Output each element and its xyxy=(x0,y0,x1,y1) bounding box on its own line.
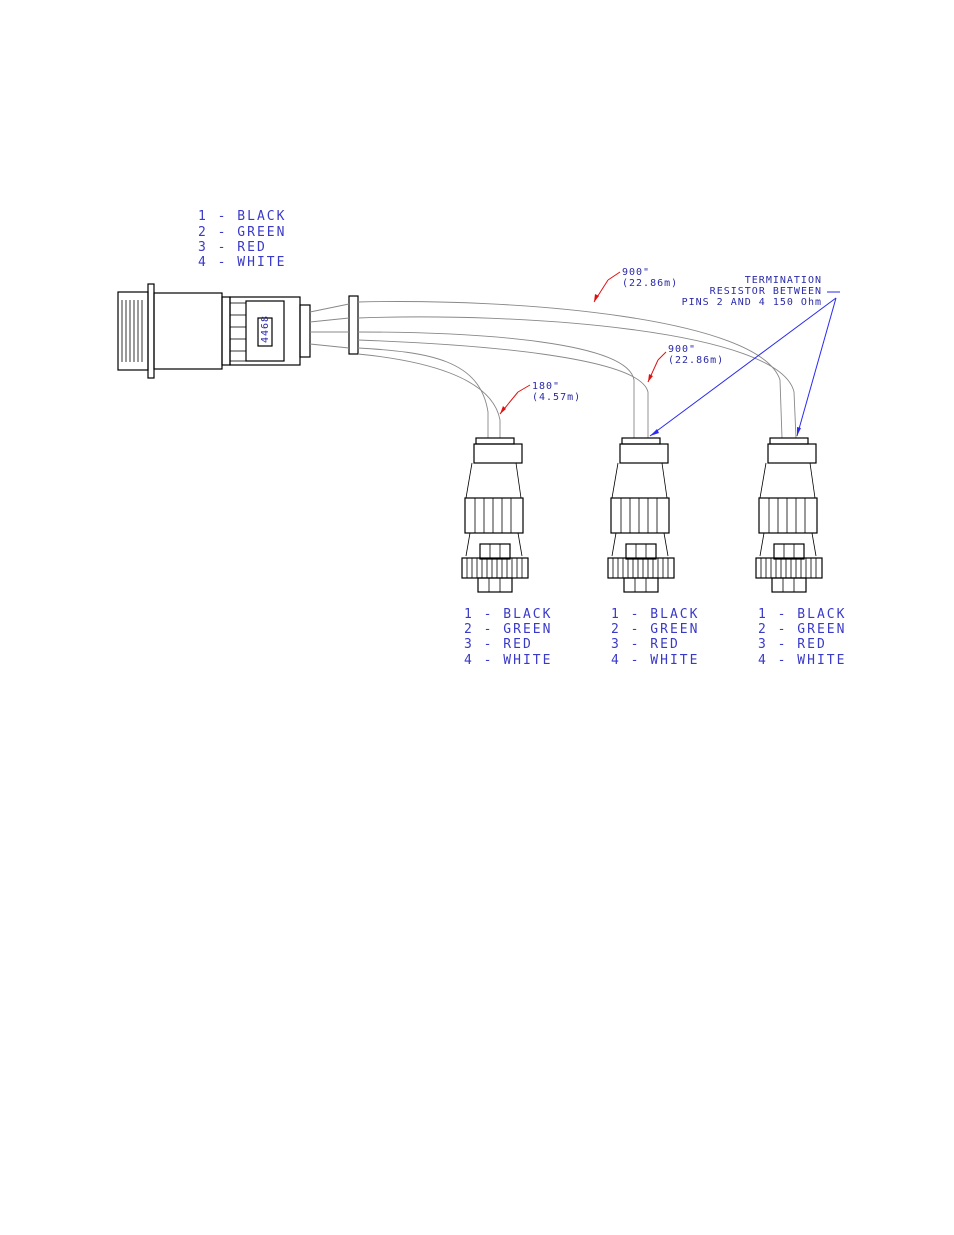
main-legend-line-1: 1 - BLACK xyxy=(198,209,286,224)
cable-runs xyxy=(358,302,796,438)
branch-b-legend-line-1: 1 - BLACK xyxy=(611,607,699,622)
main-wire-legend: 1 - BLACK 2 - GREEN 3 - RED 4 - WHITE xyxy=(198,209,286,270)
callout-b-metric: (22.86m) xyxy=(668,355,724,366)
termination-line-3: PINS 2 AND 4 150 Ohm xyxy=(682,297,822,308)
branch-b-legend-line-2: 2 - GREEN xyxy=(611,622,699,637)
branch-connector-b xyxy=(608,438,674,592)
main-connector: 4468 xyxy=(118,284,310,378)
termination-line-1: TERMINATION xyxy=(745,275,822,286)
length-callout-a: 180" (4.57m) xyxy=(500,381,581,414)
connector-part-number: 4468 xyxy=(260,315,271,343)
branch-connector-a xyxy=(462,438,528,592)
branch-a-legend-line-3: 3 - RED xyxy=(464,637,533,652)
callout-c-length: 900" xyxy=(622,267,650,278)
cable-clamp xyxy=(310,296,358,354)
callout-b-length: 900" xyxy=(668,344,696,355)
callout-a-length: 180" xyxy=(532,381,560,392)
branch-c-legend-line-1: 1 - BLACK xyxy=(758,607,846,622)
branch-c-legend-line-3: 3 - RED xyxy=(758,637,827,652)
branch-a-legend-line-1: 1 - BLACK xyxy=(464,607,552,622)
branch-b-legend-line-3: 3 - RED xyxy=(611,637,680,652)
branch-connector-c xyxy=(756,438,822,592)
branch-b-legend-line-4: 4 - WHITE xyxy=(611,653,699,668)
branch-c-legend-line-4: 4 - WHITE xyxy=(758,653,846,668)
termination-line-2: RESISTOR BETWEEN xyxy=(710,286,822,297)
main-legend-line-4: 4 - WHITE xyxy=(198,255,286,270)
branch-legend-a: 1 - BLACK 2 - GREEN 3 - RED 4 - WHITE xyxy=(464,607,552,668)
branch-legend-b: 1 - BLACK 2 - GREEN 3 - RED 4 - WHITE xyxy=(611,607,699,668)
length-callout-c: 900" (22.86m) xyxy=(594,267,678,302)
branch-a-legend-line-2: 2 - GREEN xyxy=(464,622,552,637)
branch-a-legend-line-4: 4 - WHITE xyxy=(464,653,552,668)
main-legend-line-2: 2 - GREEN xyxy=(198,225,286,240)
branch-c-legend-line-2: 2 - GREEN xyxy=(758,622,846,637)
callout-a-metric: (4.57m) xyxy=(532,392,581,403)
length-callout-b: 900" (22.86m) xyxy=(648,344,724,382)
callout-c-metric: (22.86m) xyxy=(622,278,678,289)
branch-legend-c: 1 - BLACK 2 - GREEN 3 - RED 4 - WHITE xyxy=(758,607,846,668)
main-legend-line-3: 3 - RED xyxy=(198,240,267,255)
